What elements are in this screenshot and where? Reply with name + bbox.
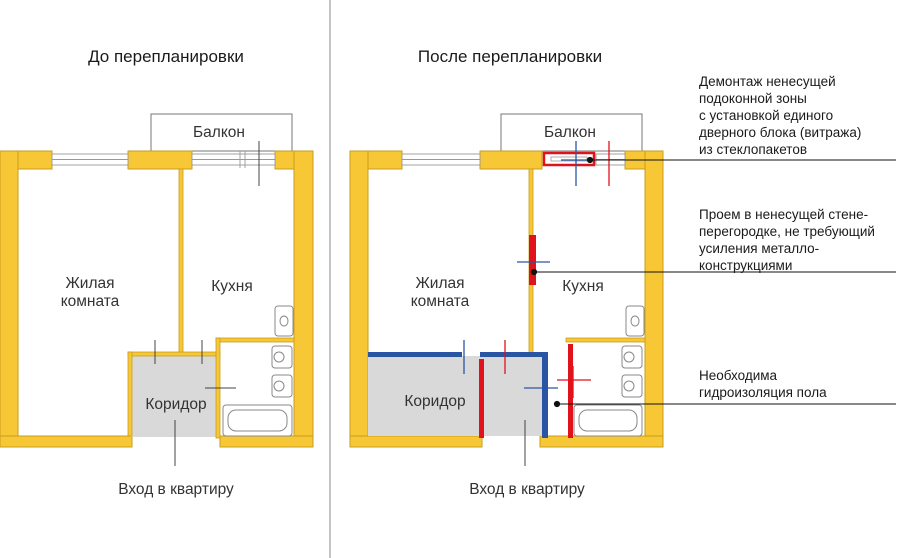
svg-text:конструкциями: конструкциями [699,258,792,273]
after-corridor [368,356,544,436]
after-balcony-label: Балкон [544,124,596,141]
after-kitchen-label: Кухня [562,278,603,295]
before-balcony-label: Балкон [193,124,245,141]
svg-text:перегородке, не требующий: перегородке, не требующий [699,224,875,239]
svg-text:подоконной зоны: подоконной зоны [699,91,807,106]
svg-text:Демонтаж ненесущей: Демонтаж ненесущей [699,74,836,89]
svg-text:усиления металло-: усиления металло- [699,241,819,256]
after-balcony [500,113,643,152]
after-bathroom-fixtures [573,305,645,437]
after-demolished-walls [479,235,573,438]
after-entry-label: Вход в квартиру [469,481,585,498]
after-new-walls [368,352,548,438]
svg-text:из стеклопакетов: из стеклопакетов [699,142,807,157]
annotation-partition-opening: Проем в ненесущей стене- перегородке, не… [699,207,875,273]
svg-text:Проем в ненесущей стене-: Проем в ненесущей стене- [699,207,868,222]
after-red-markers [504,141,610,398]
svg-text:Необходима: Необходима [699,368,778,383]
before-kitchen-label: Кухня [211,278,252,295]
before-title: До перепланировки [88,47,244,66]
svg-text:дверного блока (витража): дверного блока (витража) [699,125,861,140]
annotation-leaders [530,156,896,408]
before-bathroom-fixtures [222,305,294,437]
annotation-waterproofing: Необходима гидроизоляция пола [699,368,827,400]
before-living-room-label-2: комната [61,293,120,310]
before-markers [154,141,260,466]
plan-before: До перепланировки Балкон [0,47,314,498]
before-outer-walls [0,150,314,448]
plan-after: После перепланировки Балкон [349,47,664,498]
annotations: Демонтаж ненесущей подоконной зоны с уст… [530,74,896,408]
after-outer-walls [349,150,664,448]
after-title: После перепланировки [418,47,602,66]
svg-text:с установкой единого: с установкой единого [699,108,833,123]
after-living-room-label-1: Жилая [415,275,464,292]
before-balcony [150,113,293,152]
before-windows [51,151,276,168]
before-entry-label: Вход в квартиру [118,481,234,498]
before-living-room-label-1: Жилая [65,275,114,292]
annotation-balcony-door: Демонтаж ненесущей подоконной зоны с уст… [699,74,861,157]
after-demolished-sill [542,151,596,167]
after-living-room-label-2: комната [411,293,470,310]
svg-text:гидроизоляция пола: гидроизоляция пола [699,385,827,400]
before-corridor-label: Коридор [145,396,206,413]
after-blue-markers [463,141,592,389]
after-corridor-label: Коридор [404,393,465,410]
